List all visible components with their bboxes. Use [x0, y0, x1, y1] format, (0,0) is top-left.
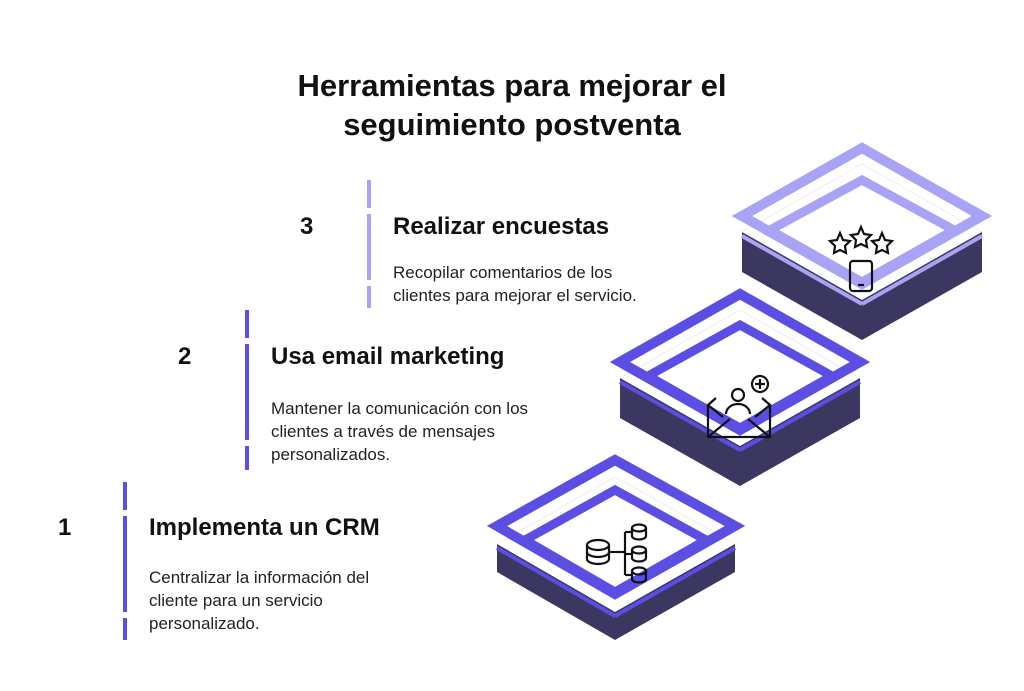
- step-description: Mantener la comunicación con los cliente…: [271, 397, 528, 466]
- step-title: Implementa un CRM: [149, 514, 380, 541]
- description-line: personalizados.: [271, 445, 391, 464]
- description-line: cliente para un servicio: [149, 591, 323, 610]
- step-divider: [123, 482, 127, 640]
- step-divider: [245, 310, 249, 470]
- step-description: Centralizar la información del cliente p…: [149, 566, 369, 635]
- description-line: Mantener la comunicación con los: [271, 399, 529, 418]
- description-line: Centralizar la información del: [149, 568, 370, 587]
- step-number: 2: [178, 343, 192, 370]
- step-divider: [367, 180, 371, 308]
- description-line: Recopilar comentarios de los: [393, 263, 613, 282]
- step-number: 1: [58, 514, 72, 541]
- step-title: Usa email marketing: [271, 343, 505, 370]
- step-description: Recopilar comentarios de los clientes pa…: [393, 261, 637, 307]
- step-number: 3: [300, 213, 314, 240]
- description-line: clientes para mejorar el servicio.: [393, 286, 637, 305]
- page-title: Herramientas para mejorar el seguimiento…: [212, 66, 812, 144]
- description-line: personalizado.: [149, 614, 260, 633]
- title-line-2: seguimiento postventa: [343, 107, 681, 142]
- block-1: [486, 454, 746, 640]
- block-2: [609, 288, 871, 486]
- step-title: Realizar encuestas: [393, 213, 610, 240]
- title-line-1: Herramientas para mejorar el: [297, 68, 727, 103]
- description-line: clientes a través de mensajes: [271, 422, 495, 441]
- email-contact-add-icon: [706, 374, 772, 439]
- database-network-icon: [585, 523, 648, 584]
- phone-rating-stars-icon: [827, 224, 895, 293]
